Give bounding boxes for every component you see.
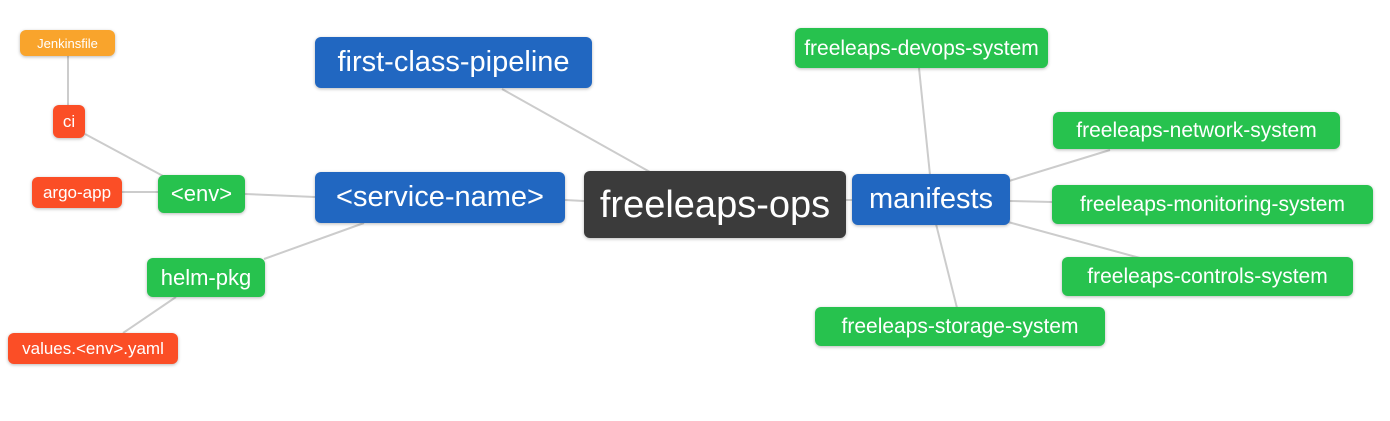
edge-manifests-controls (1007, 221, 1141, 259)
node-ci[interactable]: ci (53, 105, 85, 138)
edge-manifests-storage (935, 223, 958, 309)
edge-values-helm-pkg (122, 296, 177, 334)
node-freeleaps-storage-system[interactable]: freeleaps-storage-system (815, 307, 1105, 346)
node-jenkinsfile[interactable]: Jenkinsfile (20, 30, 115, 56)
edge-manifests-devops (918, 67, 931, 176)
node-helm-pkg[interactable]: helm-pkg (147, 258, 265, 297)
node-freeleaps-network-system[interactable]: freeleaps-network-system (1053, 112, 1340, 149)
edge-service-name-ops (564, 199, 585, 202)
node-freeleaps-ops-root[interactable]: freeleaps-ops (584, 171, 846, 238)
edge-manifests-monitoring (1008, 200, 1053, 203)
node-manifests[interactable]: manifests (852, 174, 1010, 225)
edge-env-service-name (244, 193, 316, 198)
node-first-class-pipeline[interactable]: first-class-pipeline (315, 37, 592, 88)
node-values-env-yaml[interactable]: values.<env>.yaml (8, 333, 178, 364)
edge-ci-env (84, 133, 164, 177)
edge-helm-pkg-service-name (263, 222, 365, 260)
node-freeleaps-controls-system[interactable]: freeleaps-controls-system (1062, 257, 1353, 296)
node-env[interactable]: <env> (158, 175, 245, 213)
node-argo-app[interactable]: argo-app (32, 177, 122, 208)
edge-pipeline-ops (501, 88, 651, 173)
node-freeleaps-monitoring-system[interactable]: freeleaps-monitoring-system (1052, 185, 1373, 224)
node-service-name[interactable]: <service-name> (315, 172, 565, 223)
node-freeleaps-devops-system[interactable]: freeleaps-devops-system (795, 28, 1048, 68)
edge-manifests-network (1008, 149, 1111, 182)
